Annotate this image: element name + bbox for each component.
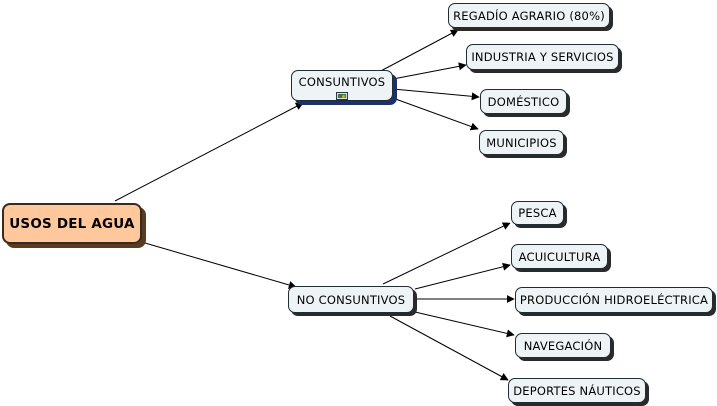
link-noc-pesca — [382, 222, 511, 285]
concept-acuicultura-label: ACUICULTURA — [518, 249, 601, 264]
link-noc-deportes — [389, 315, 509, 381]
link-noc-navegacion — [414, 311, 515, 338]
link-noc-acuicultura — [414, 262, 511, 290]
link-consuntivos-industria — [392, 62, 467, 80]
link-consuntivos-domestico — [392, 88, 480, 101]
concept-navegacion[interactable]: NAVEGACIÓN — [515, 333, 611, 358]
root-concept[interactable]: USOS DEL AGUA — [2, 203, 142, 244]
link-consuntivos-municipios — [389, 96, 479, 131]
concept-municipios[interactable]: MUNICIPIOS — [479, 130, 564, 155]
concept-acuicultura[interactable]: ACUICULTURA — [511, 244, 608, 269]
concept-industria-servicios[interactable]: INDUSTRIA Y SERVICIOS — [466, 44, 619, 70]
root-concept-label: USOS DEL AGUA — [9, 215, 135, 232]
concept-domestico-label: DOMÉSTICO — [487, 94, 560, 109]
concept-produccion-hidroelectrica[interactable]: PRODUCCIÓN HIDROELÉCTRICA — [515, 287, 713, 313]
link-consuntivos-regadio — [376, 29, 459, 74]
concept-no-consuntivos[interactable]: NO CONSUNTIVOS — [288, 286, 414, 313]
concept-regadio-agrario-label: REGADÍO AGRARIO (80%) — [453, 8, 605, 23]
concept-domestico[interactable]: DOMÉSTICO — [480, 89, 567, 114]
concept-municipios-label: MUNICIPIOS — [486, 135, 557, 150]
concept-no-consuntivos-label: NO CONSUNTIVOS — [296, 292, 406, 307]
link-root-no-consuntivos — [144, 242, 297, 289]
image-attachment-icon[interactable] — [336, 92, 348, 100]
concept-deportes-nauticos[interactable]: DEPORTES NÁUTICOS — [508, 378, 646, 403]
concept-consuntivos[interactable]: CONSUNTIVOS — [291, 70, 393, 101]
concept-consuntivos-label: CONSUNTIVOS — [298, 75, 386, 89]
concept-produccion-hidroelectrica-label: PRODUCCIÓN HIDROELÉCTRICA — [519, 293, 709, 307]
link-root-consuntivos — [114, 102, 304, 202]
concept-navegacion-label: NAVEGACIÓN — [523, 338, 603, 353]
concept-pesca-label: PESCA — [518, 206, 557, 220]
concept-regadio-agrario[interactable]: REGADÍO AGRARIO (80%) — [448, 3, 610, 28]
concept-deportes-nauticos-label: DEPORTES NÁUTICOS — [513, 383, 641, 398]
concept-industria-servicios-label: INDUSTRIA Y SERVICIOS — [471, 50, 614, 64]
concept-pesca[interactable]: PESCA — [511, 201, 564, 225]
